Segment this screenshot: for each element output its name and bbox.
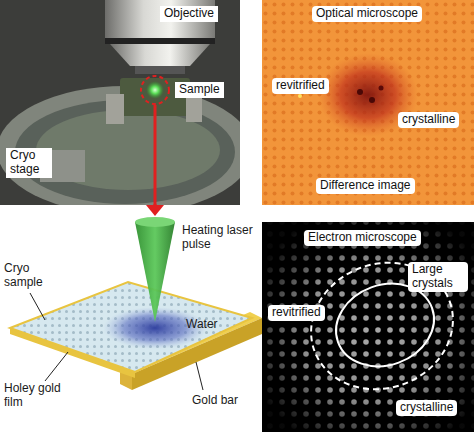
- label-text: Electron microscope: [308, 231, 417, 245]
- label-box: Sample: [175, 82, 224, 98]
- label-box: Large crystals: [408, 262, 468, 292]
- label-box: Difference image: [316, 178, 415, 194]
- label-text: Cryo sample: [4, 262, 66, 290]
- label-text: Heating laser pulse: [182, 224, 264, 252]
- label-text: crystalline: [402, 113, 455, 127]
- label-text: Gold bar: [192, 394, 238, 408]
- label-text: crystalline: [400, 401, 453, 415]
- label-box: revitrified: [268, 305, 325, 321]
- label-box: revitrified: [272, 78, 329, 94]
- label-box: Electron microscope: [304, 230, 421, 246]
- label-text: Holey gold film: [4, 382, 68, 410]
- label-text: Large crystals: [412, 263, 464, 291]
- label-text: Sample: [179, 83, 220, 97]
- label-box: Optical microscope: [312, 6, 422, 22]
- label-text: Cryo stage: [10, 149, 48, 177]
- label-box: crystalline: [398, 112, 459, 128]
- label-text: revitrified: [272, 306, 321, 320]
- label-box: crystalline: [396, 400, 457, 416]
- label-text: revitrified: [276, 79, 325, 93]
- label-box: Cryo stage: [6, 148, 52, 178]
- label-text: Optical microscope: [316, 7, 418, 21]
- label-text: Difference image: [320, 179, 411, 193]
- label-text: Objective: [164, 7, 214, 21]
- label-box: Objective: [160, 6, 218, 22]
- label-text: Water: [186, 318, 218, 332]
